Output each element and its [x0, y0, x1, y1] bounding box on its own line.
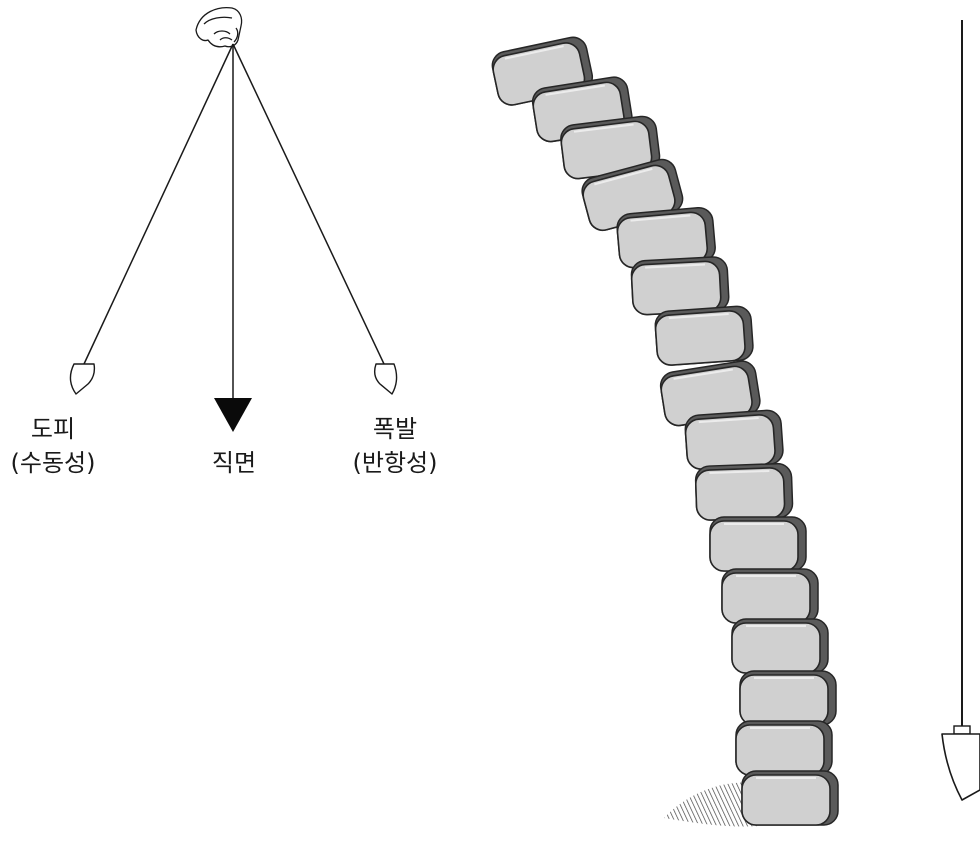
plumb-bob-icon	[70, 364, 94, 394]
stone-block	[736, 721, 832, 775]
label-explosion: 폭발 (반항성)	[348, 412, 442, 480]
hand-icon	[196, 8, 242, 47]
plumb-bob-icon	[375, 364, 397, 394]
stone-block	[695, 463, 793, 520]
block-stack	[490, 35, 838, 825]
label-confrontation-title: 직면	[194, 446, 274, 480]
plumb-bob-icon	[942, 734, 980, 800]
label-avoidance: 도피 (수동성)	[8, 412, 98, 480]
stone-block	[722, 569, 818, 623]
stone-block	[684, 409, 784, 470]
label-explosion-title: 폭발	[348, 412, 442, 446]
arrowhead-icon	[214, 398, 252, 432]
stone-block	[740, 671, 836, 725]
label-explosion-sub: (반항성)	[348, 446, 442, 480]
stone-block	[732, 619, 828, 673]
label-avoidance-title: 도피	[8, 412, 98, 446]
stone-block	[654, 305, 754, 366]
label-confrontation: 직면	[194, 446, 274, 480]
plumb-line	[954, 20, 970, 734]
stone-block	[631, 256, 730, 315]
pendulum-strings	[84, 44, 384, 400]
label-avoidance-sub: (수동성)	[8, 446, 98, 480]
stone-block	[710, 517, 806, 571]
stone-block	[742, 771, 838, 825]
